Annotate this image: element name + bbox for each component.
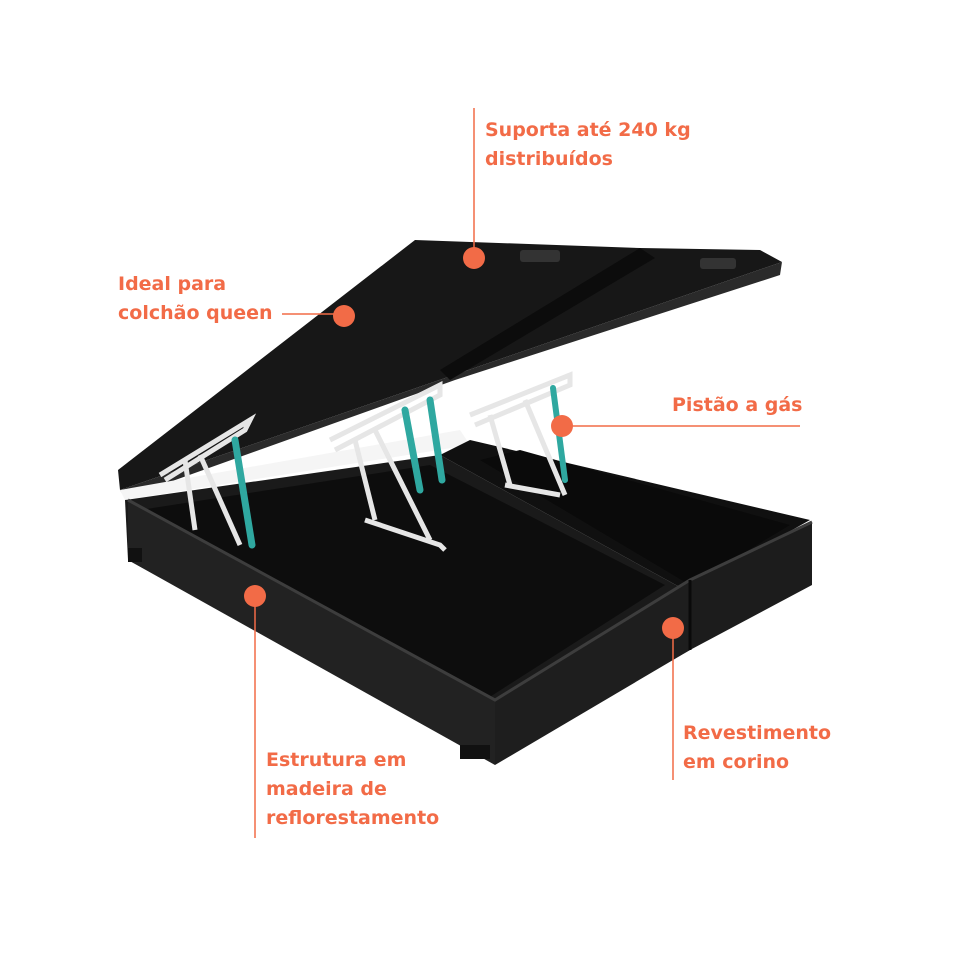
dot-structure: [244, 585, 266, 607]
lid-handle-left: [520, 250, 560, 262]
bed-foot: [128, 548, 142, 562]
callout-dots: [244, 247, 684, 639]
callout-structure-line3: reflorestamento: [266, 807, 440, 829]
callout-coating: Revestimento em corino: [683, 719, 831, 777]
callout-piston: Pistão a gás: [672, 391, 803, 420]
callout-structure-line1: Estrutura em: [266, 749, 407, 771]
bed-foot: [460, 745, 490, 759]
lid-handle-right: [700, 258, 736, 269]
callout-structure: Estrutura em madeira de reflorestamento: [266, 746, 439, 833]
bed-lid: [118, 240, 782, 498]
callout-support-line2: distribuídos: [485, 148, 613, 170]
callout-structure-line2: madeira de: [266, 778, 387, 800]
dot-mattress: [333, 305, 355, 327]
callout-coating-line1: Revestimento: [683, 722, 832, 744]
callout-mattress-line1: Ideal para: [118, 273, 227, 295]
callout-coating-line2: em corino: [683, 751, 790, 773]
dot-coating: [662, 617, 684, 639]
hinge-set: [158, 371, 573, 552]
dot-piston: [551, 415, 573, 437]
callout-mattress-line2: colchão queen: [118, 302, 273, 324]
callout-lines: [254, 108, 800, 838]
callout-support-line1: Suporta até 240 kg: [485, 119, 691, 141]
bed-base: [125, 440, 813, 765]
callout-support: Suporta até 240 kg distribuídos: [485, 116, 691, 174]
callout-piston-line1: Pistão a gás: [672, 394, 803, 416]
dot-support: [463, 247, 485, 269]
callout-mattress: Ideal para colchão queen: [118, 270, 273, 328]
